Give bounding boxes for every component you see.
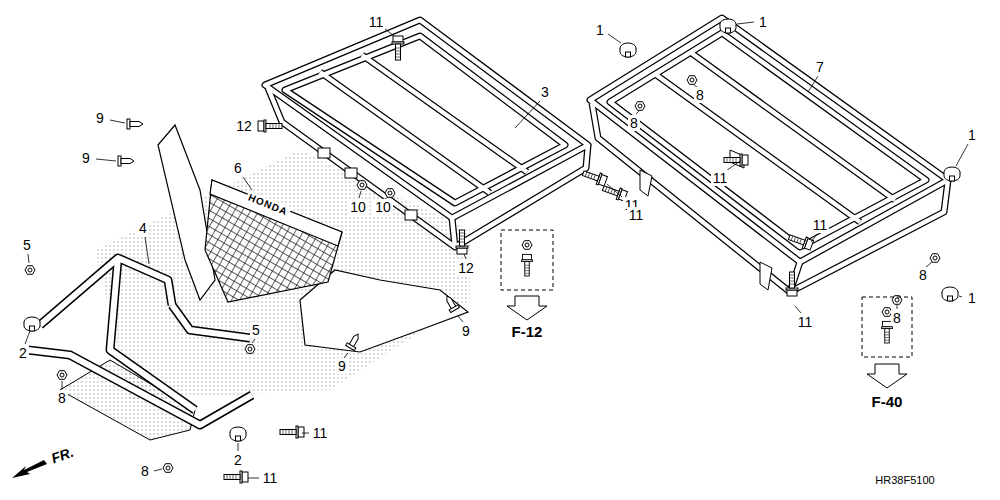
callout-number: 11 [367,14,386,30]
callout-number: 9 [94,110,106,126]
callout-number: 4 [137,220,149,236]
callout-number: 11 [627,207,646,223]
callout-number: 2 [17,345,29,361]
figure-reference: F-12 [510,323,545,340]
figure-reference: F-40 [870,393,905,410]
callout-number: 1 [966,127,978,143]
rear-carrier [590,18,948,292]
front-carrier [265,20,588,247]
callout-number: 1 [966,290,978,306]
callout-number: 8 [694,87,706,103]
fasteners [24,19,960,483]
callout-number: 11 [711,170,730,186]
reference-boxes [501,230,912,388]
callout-number: 10 [373,199,393,215]
brand-lettering: HONDA [245,191,292,219]
callout-number: 8 [139,463,151,479]
leader-lines [25,22,968,478]
callout-number: 8 [891,310,903,326]
callout-number: 9 [460,323,472,339]
callout-number: 5 [250,322,262,338]
callout-number: 3 [539,84,551,100]
callout-number: 11 [261,470,280,486]
direction-arrow [12,460,47,478]
direction-mark: FR. [47,443,77,467]
callout-number: 8 [917,267,929,283]
callout-number: 6 [232,160,244,176]
callout-number: 9 [336,358,348,374]
callout-number: 11 [796,314,815,330]
callout-number: 8 [56,390,68,406]
callout-number: 9 [80,150,92,166]
callout-number: 12 [234,118,254,134]
drawing-code: HR38F5100 [873,474,936,487]
callout-number: 5 [21,237,33,253]
callout-number: 1 [757,14,769,30]
callout-number: 11 [811,217,830,233]
callout-number: 12 [456,260,476,276]
front-panel [158,125,468,352]
callout-number: 1 [594,22,606,38]
callout-number: 10 [348,199,368,215]
callout-number: 8 [628,115,640,131]
callout-number: 7 [814,59,826,75]
front-bumper [28,258,252,440]
callout-number: 2 [232,452,244,468]
callout-number: 11 [311,425,330,441]
